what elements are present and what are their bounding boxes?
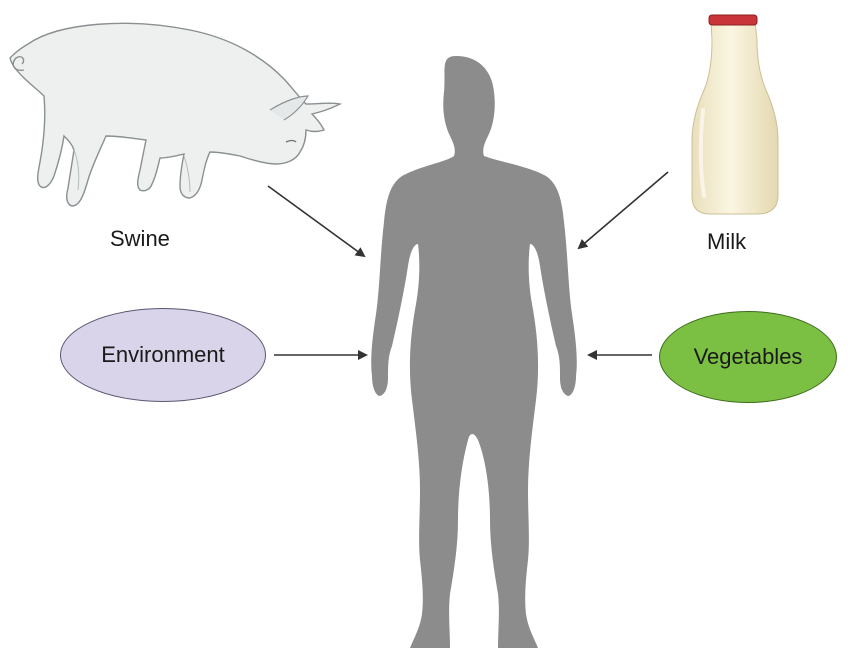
environment-oval: Environment	[60, 308, 266, 402]
environment-label: Environment	[101, 342, 225, 368]
pig-icon	[10, 23, 340, 206]
milk-label: Milk	[707, 229, 746, 255]
swine-label: Swine	[110, 226, 170, 252]
human-figure-icon	[371, 56, 577, 648]
arrow-swine-to-human	[268, 186, 364, 256]
vegetables-oval: Vegetables	[659, 311, 837, 403]
vegetables-label: Vegetables	[694, 344, 803, 370]
arrow-milk-to-human	[579, 172, 668, 248]
milk-bottle-icon	[692, 15, 778, 214]
